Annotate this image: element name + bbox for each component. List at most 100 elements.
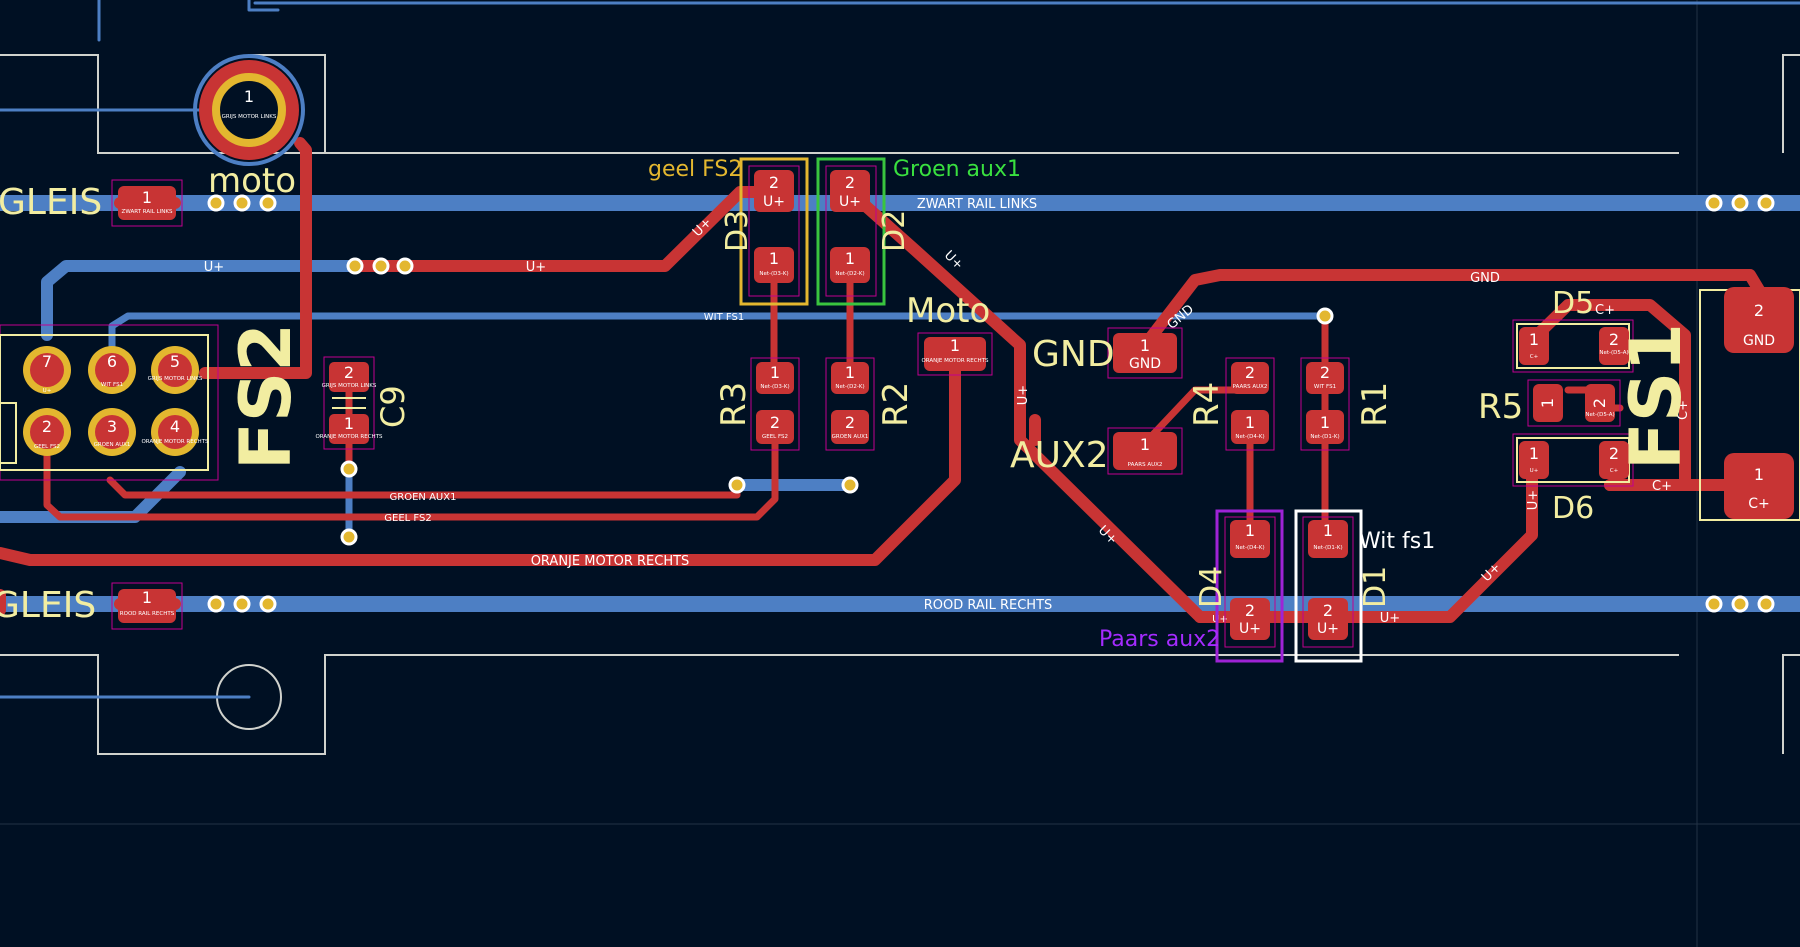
pad-net: Net-(D2-K) <box>835 271 864 277</box>
pad-number: 1 <box>1140 435 1150 454</box>
pad-net: ORANJE MOTOR RECHTS <box>921 358 989 364</box>
pad-net: GRIJS MOTOR LINKS <box>322 383 377 389</box>
silk-r3: R3 <box>714 382 754 427</box>
led-d1[interactable]: 1 Net-(D1-K) 2 U+ <box>1294 509 1363 663</box>
fs1-cplus-pad[interactable]: 1 C+ <box>1724 453 1794 519</box>
pad-number: 1 <box>950 336 960 355</box>
pad-net: Net-(D5-A) <box>1585 412 1614 418</box>
led-d5[interactable]: 1 C+ 2 Net-(D5-A) <box>1512 319 1634 373</box>
connector-pin[interactable]: 7 U+ <box>23 346 71 394</box>
annotation-wit-fs1: Wit fs1 <box>1359 529 1435 554</box>
resistor-r1[interactable]: 2 WIT FS1 1 Net-(D1-K) <box>1300 357 1350 451</box>
connector-fs2[interactable]: 7 U+ 6 WIT FS1 5 GRIJS MOTOR LINKS 2 GEE… <box>0 324 219 481</box>
led-d6[interactable]: 1 U+ 2 C+ <box>1512 433 1634 487</box>
pad-number: 1 <box>344 414 354 433</box>
pad-net: GROEN AUX1 <box>94 442 131 448</box>
net-label: U+ <box>1526 490 1541 510</box>
pad-net: U+ <box>43 388 52 394</box>
led-d2[interactable]: 2 U+ 1 Net-(D2-K) <box>816 157 886 306</box>
net-label: U+ <box>204 260 224 275</box>
silk-d1: D1 <box>1358 566 1393 608</box>
pad-number: 2 <box>1609 444 1619 463</box>
pad-net: ORANJE MOTOR RECHTS <box>141 439 209 445</box>
pad-number: 1 <box>1320 413 1330 432</box>
fs1-gnd-pad[interactable]: 2 GND <box>1724 287 1794 353</box>
silk-fs2: FS2 <box>225 323 307 470</box>
pad-number: 2 <box>845 173 855 192</box>
motor-rechts-pad[interactable]: 1 ORANJE MOTOR RECHTS <box>917 332 993 376</box>
pad-net: U+ <box>839 194 861 210</box>
pad-number: 2 <box>1754 301 1764 320</box>
pad-net: U+ <box>1530 468 1539 474</box>
pad-number: 2 <box>42 417 52 436</box>
pad-number: 1 <box>142 588 152 607</box>
pad-number: 2 <box>344 363 354 382</box>
capacitor-c9[interactable]: 2 GRIJS MOTOR LINKS 1 ORANJE MOTOR RECHT… <box>315 356 383 450</box>
silk-aux2: AUX2 <box>1010 435 1109 476</box>
pad-number: 2 <box>1590 398 1609 408</box>
fs1-connector[interactable]: 2 GND 1 C+ <box>1699 287 1800 521</box>
silk-r4: R4 <box>1187 382 1227 427</box>
silk-d4: D4 <box>1194 566 1229 608</box>
pad-net: PAARS AUX2 <box>1233 384 1268 390</box>
pad-number: 1 <box>845 249 855 268</box>
rail-rechts-pad[interactable]: 1 ROOD RAIL RECHTS <box>111 582 183 630</box>
silk-gleis-bottom: GLEIS <box>0 585 96 626</box>
silk-motor2: Moto <box>906 291 990 331</box>
pad-net: GEEL FS2 <box>762 434 788 440</box>
net-label: ROOD RAIL RECHTS <box>924 598 1053 613</box>
connector-pin[interactable]: 4 ORANJE MOTOR RECHTS <box>141 408 209 456</box>
net-label: U+ <box>1016 385 1031 405</box>
pad-net: U+ <box>763 194 785 210</box>
pad-number: 6 <box>107 352 117 371</box>
pad-net: Net-(D4-K) <box>1235 545 1264 551</box>
pad-number: 2 <box>1245 363 1255 382</box>
pad-number: 1 <box>1529 444 1539 463</box>
resistor-r2[interactable]: 1 Net-(D2-K) 2 GROEN AUX1 <box>825 357 875 451</box>
pad-number: 1 <box>244 87 254 106</box>
silk-d6: D6 <box>1552 491 1594 526</box>
net-label: GND <box>1470 271 1500 286</box>
gnd-pad[interactable]: 1 GND <box>1107 327 1183 379</box>
aux2-pad[interactable]: 1 PAARS AUX2 <box>1107 427 1183 475</box>
led-d4[interactable]: 1 Net-(D4-K) 2 U+ <box>1215 509 1284 663</box>
resistor-r5[interactable]: 1 2 Net-(D5-A) <box>1527 379 1621 427</box>
connector-pin[interactable]: 2 GEEL FS2 <box>23 408 71 456</box>
silk-r2: R2 <box>876 382 916 427</box>
silk-d2: D2 <box>877 210 912 252</box>
silk-r5: R5 <box>1478 387 1523 427</box>
net-label: U+ <box>1212 614 1228 625</box>
resistor-r4[interactable]: 2 PAARS AUX2 1 Net-(D4-K) <box>1225 357 1275 451</box>
net-labels: ZWART RAIL LINKS ROOD RAIL RECHTS ORANJE… <box>204 197 1691 626</box>
led-d3[interactable]: 2 U+ 1 Net-(D3-K) <box>739 157 809 306</box>
pad-net: U+ <box>1239 621 1261 637</box>
pad-net: GND <box>1129 356 1161 372</box>
annotations: geel FS2 Groen aux1 Paars aux2 Wit fs1 <box>648 157 1435 652</box>
net-label: ZWART RAIL LINKS <box>917 197 1037 212</box>
net-label: WIT FS1 <box>704 312 744 323</box>
motor-links-pad[interactable]: 1 GRIJS MOTOR LINKS <box>193 54 305 166</box>
pad-net: GROEN AUX1 <box>832 434 869 440</box>
connector-pin[interactable]: 3 GROEN AUX1 <box>88 408 136 456</box>
pad-number: 1 <box>769 249 779 268</box>
pad-number: 1 <box>1245 413 1255 432</box>
connector-pin[interactable]: 6 WIT FS1 <box>88 346 136 394</box>
silk-r1: R1 <box>1355 382 1395 427</box>
pad-number: 1 <box>845 363 855 382</box>
connector-pin[interactable]: 5 GRIJS MOTOR LINKS <box>148 346 203 394</box>
pad-net: C+ <box>1530 354 1539 360</box>
pad-net: ZWART RAIL LINKS <box>122 209 173 215</box>
pad-number: 2 <box>1320 363 1330 382</box>
resistor-r3[interactable]: 1 Net-(D3-K) 2 GEEL FS2 <box>750 357 800 451</box>
pad-number: 7 <box>42 352 52 371</box>
pad-net: U+ <box>1317 621 1339 637</box>
pad-number: 2 <box>1245 601 1255 620</box>
oranje-motor-rechts-trace <box>0 349 961 566</box>
silk-gleis-top: GLEIS <box>0 182 102 223</box>
net-label: U+ <box>526 260 546 275</box>
pad-net: Net-(D1-K) <box>1313 545 1342 551</box>
rail-links-pad[interactable]: 1 ZWART RAIL LINKS <box>111 179 183 227</box>
pad-number: 3 <box>107 417 117 436</box>
pad-net: ROOD RAIL RECHTS <box>120 611 175 617</box>
